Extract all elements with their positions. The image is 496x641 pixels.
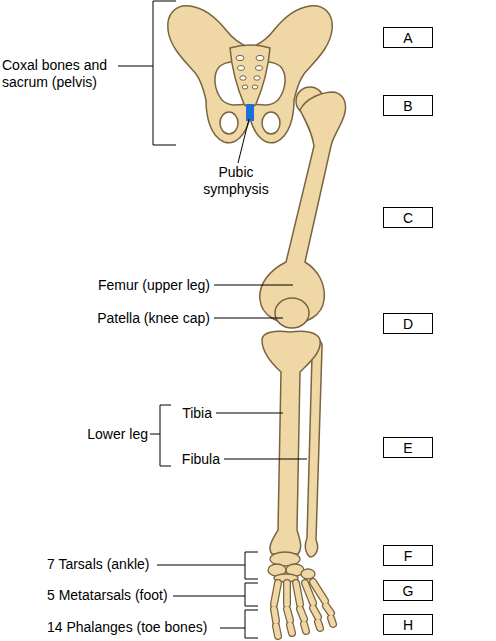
- box-letter: F: [404, 548, 413, 564]
- part-label: Fibula: [140, 451, 220, 468]
- box-letter: A: [403, 30, 412, 46]
- box-letter: C: [403, 210, 413, 226]
- tarsal-bone: [301, 569, 315, 579]
- sacral-foramen: [254, 76, 260, 80]
- label-box: E: [383, 437, 433, 458]
- sacrum-bone: [230, 45, 270, 110]
- label-box: C: [383, 207, 433, 228]
- box-letter: B: [403, 98, 412, 114]
- part-label: Lower leg: [40, 426, 148, 443]
- sacral-foramen: [255, 66, 262, 71]
- label-box: H: [383, 614, 433, 635]
- part-label: Tibia: [150, 405, 212, 422]
- part-label: 14 Phalanges (toe bones): [47, 619, 237, 636]
- bracket: [153, 1, 176, 145]
- femur-bone: [260, 92, 346, 322]
- leader-line: [173, 596, 245, 597]
- box-letter: G: [403, 583, 414, 599]
- box-letter: H: [403, 617, 413, 633]
- box-letter: E: [403, 440, 412, 456]
- part-label: 7 Tarsals (ankle): [47, 556, 227, 573]
- part-label: Coxal bones and sacrum (pelvis): [2, 57, 124, 91]
- leader-line: [224, 459, 307, 460]
- label-box: F: [383, 545, 433, 566]
- sacral-foramen: [240, 76, 246, 80]
- fibula-bone: [305, 340, 322, 557]
- part-label: Pubic symphysis: [196, 164, 276, 198]
- foot-bone-fill: [274, 582, 333, 636]
- label-box: A: [383, 27, 433, 48]
- label-box: G: [383, 580, 433, 601]
- leader-line: [214, 285, 293, 286]
- leader-line: [150, 434, 160, 435]
- sacral-foramina: [236, 55, 264, 89]
- sacral-foramen: [237, 66, 244, 71]
- bracket: [245, 583, 258, 606]
- foot-bone-outline: [274, 582, 333, 636]
- bracket: [245, 552, 258, 579]
- leader-line: [118, 66, 153, 67]
- leader-line: [220, 628, 245, 629]
- tarsal-bones: [268, 552, 315, 582]
- sacral-foramen: [252, 85, 258, 89]
- leader-line: [216, 413, 283, 414]
- sacral-foramen: [256, 55, 264, 60]
- box-letter: D: [403, 316, 413, 332]
- sacral-foramen: [242, 85, 248, 89]
- leader-line: [157, 565, 245, 566]
- part-label: 5 Metatarsals (foot): [47, 587, 227, 604]
- patella-bone: [275, 298, 309, 328]
- bracket: [160, 405, 171, 466]
- part-label: Femur (upper leg): [60, 277, 210, 294]
- leader-line: [238, 119, 249, 163]
- bracket: [245, 610, 258, 638]
- tibia-bone: [262, 331, 320, 554]
- leader-line: [214, 318, 283, 319]
- label-box: B: [383, 95, 433, 116]
- sacral-foramen: [236, 55, 244, 60]
- label-box: D: [383, 313, 433, 334]
- part-label: Patella (knee cap): [60, 310, 210, 327]
- pubic-symphysis-cartilage: [246, 104, 254, 121]
